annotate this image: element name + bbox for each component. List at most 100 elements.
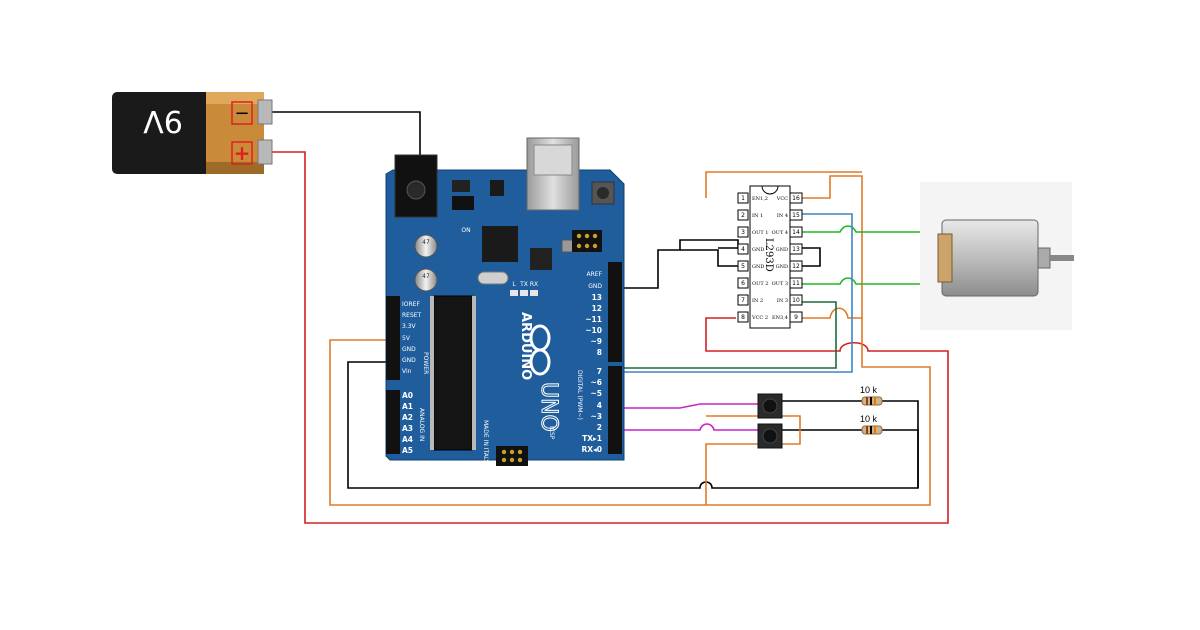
power-header-label: POWER — [422, 352, 429, 374]
pin-label: GND — [402, 357, 416, 364]
chip-pin-number: 8 — [741, 314, 745, 321]
chip-pin — [737, 311, 749, 323]
wire-btn-5v-rail — [705, 443, 758, 505]
chip-pin-label: VCC — [776, 196, 788, 202]
wire-5v-en34 — [800, 307, 862, 319]
barrel-jack — [394, 154, 438, 218]
battery-label: 9V — [143, 103, 183, 138]
capacitor — [414, 268, 438, 292]
push-button-1 — [757, 393, 783, 419]
pin-label: 5V — [402, 335, 411, 342]
chip-pin — [789, 311, 803, 323]
chip-pin-label: OUT 2 — [752, 281, 768, 287]
chip-name: L293D — [763, 238, 774, 272]
power-pin-labels: IOREF RESET 3.3V 5V GND GND Vin — [402, 301, 422, 375]
chip-pin-label: VCC 2 — [751, 315, 768, 321]
chip-pin-label: IN 1 — [752, 213, 763, 219]
chip-pin-label: OUT 1 — [752, 230, 768, 236]
arduino-brand: ARDUINO — [518, 312, 533, 380]
atmega-chip — [433, 295, 473, 451]
led-label-rx: RX — [530, 281, 538, 288]
wire-gnd-chip2 — [680, 249, 738, 267]
arduino-uno-board: 47 47 L TX RX ON ARD — [385, 137, 625, 466]
chip-pin — [737, 209, 749, 221]
chip-pin-label: GND — [776, 247, 788, 253]
pin-label: ~6 — [590, 378, 602, 387]
resistor-1: 10 k — [860, 385, 883, 406]
arduino-logo — [529, 324, 551, 376]
arduino-model: UNO — [536, 382, 561, 432]
chip-pin-number: 4 — [741, 246, 745, 253]
pin-label: A4 — [402, 435, 413, 444]
digital-pin-labels-bottom: 7 ~6 ~5 4 ~3 2 TX▸1 RX◂0 — [581, 367, 602, 454]
chip-pin-number: 7 — [741, 297, 745, 304]
pin-label: A0 — [402, 391, 413, 400]
push-button-2 — [757, 423, 783, 449]
dc-motor — [920, 182, 1074, 330]
on-label: ON — [461, 227, 470, 234]
chip-pin — [789, 243, 803, 255]
wire-battery-positive — [272, 151, 949, 524]
digital-header-top — [608, 262, 622, 362]
chip-pin — [737, 260, 749, 272]
pin-label: IOREF — [402, 301, 420, 308]
chip-pin — [737, 294, 749, 306]
pin-label: ~3 — [590, 412, 602, 421]
pin-label: A3 — [402, 424, 413, 433]
pin-label: A5 — [402, 446, 413, 455]
wire-motor-a — [800, 225, 940, 233]
wire-in4 — [614, 213, 853, 373]
pin-label: ~10 — [585, 326, 602, 335]
pin-label: 8 — [597, 348, 602, 357]
made-in-label: MADE IN ITALY — [482, 420, 489, 463]
pin-label: A1 — [402, 402, 413, 411]
icsp-header-top — [572, 230, 602, 252]
pin-label: 12 — [592, 304, 602, 313]
cap-label: 47 — [422, 273, 430, 280]
chip-pin-number: 3 — [741, 229, 745, 236]
pin-label: RX◂0 — [581, 445, 602, 454]
pin-label: 2 — [597, 423, 602, 432]
chip-pin-number: 16 — [792, 195, 800, 202]
chip-pin — [789, 192, 803, 204]
battery-plus-symbol: + — [234, 141, 251, 165]
chip-pin-number: 1 — [741, 195, 745, 202]
chip-pin — [789, 209, 803, 221]
wire-5v — [329, 175, 931, 506]
chip-pin-label: OUT 4 — [772, 230, 788, 236]
chip-pin — [789, 226, 803, 238]
pin-label: 3.3V — [402, 323, 417, 330]
wires — [272, 111, 949, 524]
chip-pin-number: 5 — [741, 263, 745, 270]
wire-btn-5v — [782, 415, 801, 445]
chip-pin-label: GND — [752, 247, 764, 253]
chip-pin — [737, 277, 749, 289]
wire-in3 — [614, 301, 837, 369]
chip-pin — [737, 226, 749, 238]
chip-pin-label: IN 4 — [777, 213, 788, 219]
pin-label: Vin — [402, 368, 412, 375]
chip-pin-label: GND — [752, 264, 764, 270]
power-header — [386, 296, 400, 380]
wire-battery-negative — [272, 111, 421, 160]
pin-label: ~5 — [590, 389, 602, 398]
chip-pin-label: IN 3 — [777, 298, 788, 304]
chip-pin-number: 12 — [792, 263, 800, 270]
chip-pin-label: EN1,2 — [752, 196, 768, 202]
battery-minus-symbol: − — [234, 103, 249, 124]
wire-gnd-chip3 — [800, 247, 821, 267]
resistor-label: 10 k — [860, 414, 878, 424]
wire-button-2 — [614, 423, 758, 431]
cap-label: 47 — [422, 239, 430, 246]
chip-pin-number: 9 — [794, 314, 798, 321]
led-label-l: L — [512, 281, 516, 288]
aref-label: AREF — [586, 271, 602, 278]
analog-header-label: ANALOG IN — [418, 408, 425, 441]
icsp-label: ICSP — [548, 426, 555, 440]
analog-pin-labels: A0 A1 A2 A3 A4 A5 — [402, 391, 413, 455]
pin-label: RESET — [402, 312, 422, 319]
